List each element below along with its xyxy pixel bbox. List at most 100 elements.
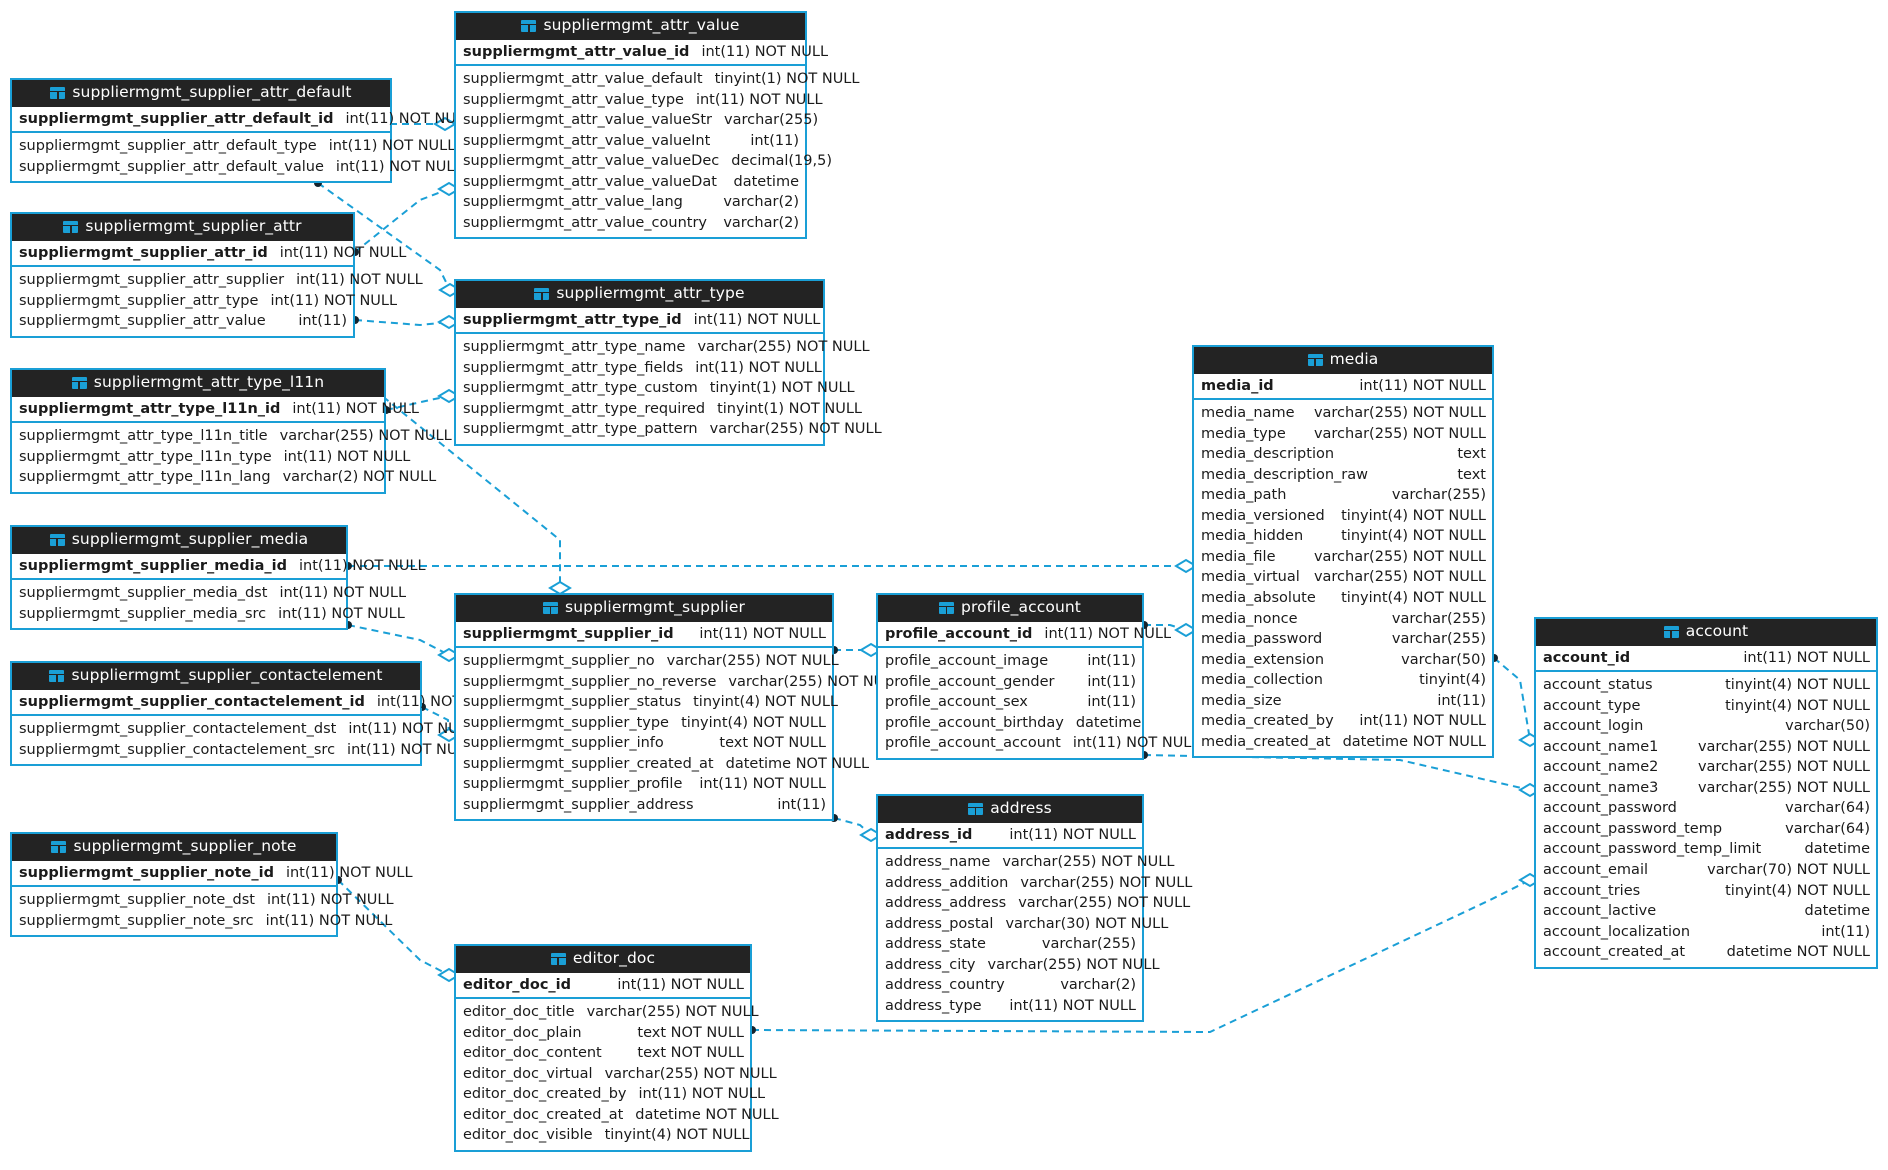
table-header-suppliermgmt_attr_type_l11n[interactable]: suppliermgmt_attr_type_l11n [12,370,384,397]
table-header-media[interactable]: media [1194,347,1492,374]
table-header-suppliermgmt_supplier_attr_default[interactable]: suppliermgmt_supplier_attr_default [12,80,390,107]
table-header-suppliermgmt_supplier_attr[interactable]: suppliermgmt_supplier_attr [12,214,353,241]
table-header-account[interactable]: account [1536,619,1876,646]
table-header-suppliermgmt_supplier_note[interactable]: suppliermgmt_supplier_note [12,834,336,861]
table-header-address[interactable]: address [878,796,1142,823]
table-header-suppliermgmt_attr_value[interactable]: suppliermgmt_attr_value [456,13,805,40]
column-row[interactable]: suppliermgmt_supplier_contactelement_src… [12,740,474,761]
table-header-profile_account[interactable]: profile_account [878,595,1142,622]
column-row[interactable]: suppliermgmt_supplier_attr_default_value… [12,157,463,178]
